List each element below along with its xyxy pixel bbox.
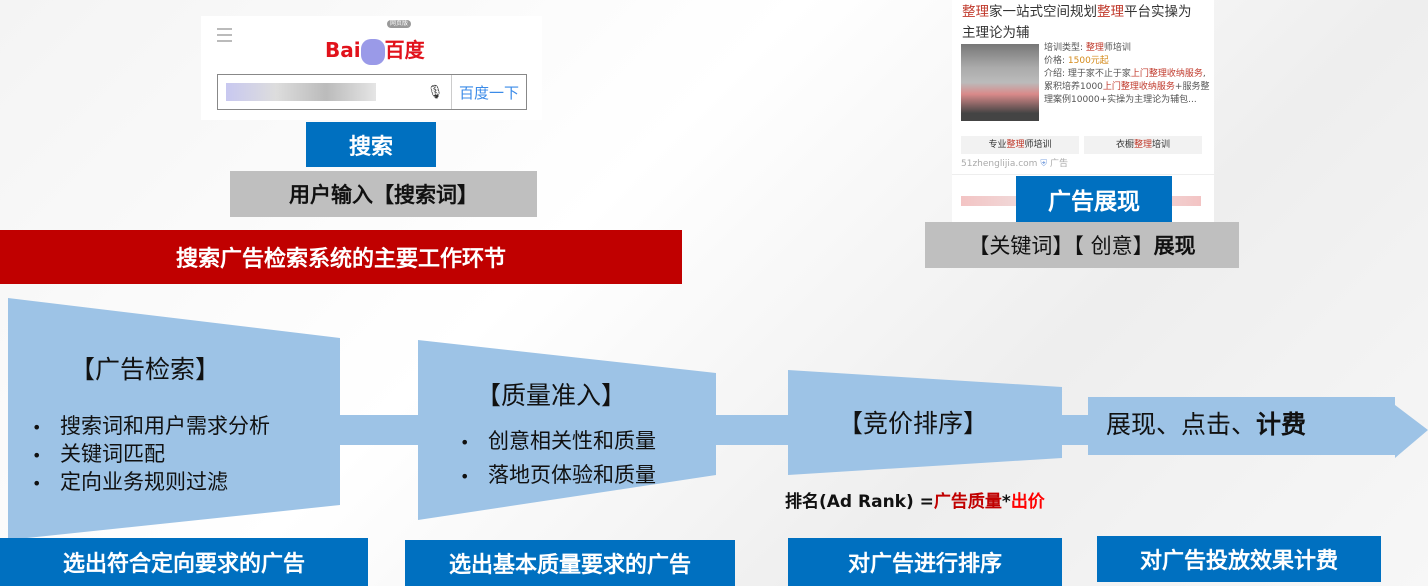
stage-1-bullets: 搜索词和用户需求分析 关键词匹配 定向业务规则过滤 [32,413,270,497]
ad-type: 培训类型: 整理师培训 [1044,43,1131,53]
ad-intro: 介绍: 理于家不止于家上门整理收纳服务,累积培养1000上门整理收纳服务+服务整… [1044,69,1210,105]
bullet: 定向业务规则过滤 [32,469,270,497]
bullet: 创意相关性和质量 [460,425,656,459]
search-step-sub: 用户输入【搜索词】 [230,171,537,217]
search-button[interactable]: 百度一下 [451,75,526,109]
banner: 搜索广告检索系统的主要工作环节 [0,230,682,284]
ad-sitelink-2[interactable]: 衣橱整理培训 [1084,136,1202,154]
ad-price: 价格: 1500元起 [1044,56,1109,66]
menu-icon[interactable] [217,28,232,42]
shield-icon: ⛨ [1040,159,1048,169]
ad-domain: 51zhenglijia.com ⛨ 广告 [961,159,1068,169]
stage-2-bullets: 创意相关性和质量 落地页体验和质量 [460,425,656,493]
bullet: 落地页体验和质量 [460,459,656,493]
ad-rank-formula: 排名(Ad Rank) =广告质量*出价 [785,492,1045,512]
box-display-billing [1088,397,1395,455]
web-badge: 网页版 [387,20,412,28]
stage-2-result: 选出基本质量要求的广告 [405,540,735,586]
stage-1-title: 【广告检索】 [70,355,221,384]
stage-2-title: 【质量准入】 [476,381,627,410]
display-step-sub: 【关键词】【 创意】展现 [925,222,1239,268]
ad-sitelink-1[interactable]: 专业整理师培训 [961,136,1079,154]
stage-4-result: 对广告投放效果计费 [1097,536,1381,582]
bullet: 搜索词和用户需求分析 [32,413,270,441]
search-step-label: 搜索 [306,122,436,167]
bullet: 关键词匹配 [32,441,270,469]
stage-4-title: 展现、点击、计费 [1106,410,1307,439]
stage-3-title: 【竞价排序】 [838,409,989,438]
stage-3-result: 对广告进行排序 [788,538,1062,586]
ad-thumbnail [961,44,1039,121]
display-step-label: 广告展现 [1016,176,1172,222]
stage-1-result: 选出符合定向要求的广告 [0,538,368,586]
search-box[interactable]: 🎙 百度一下 [217,74,527,110]
funnel-bid-ranking [788,370,1062,475]
search-input[interactable] [218,75,419,109]
microphone-icon[interactable]: 🎙 [426,84,444,100]
ad-title[interactable]: 整理家一站式空间规划整理平台实操为主理论为辅 [962,4,1192,41]
